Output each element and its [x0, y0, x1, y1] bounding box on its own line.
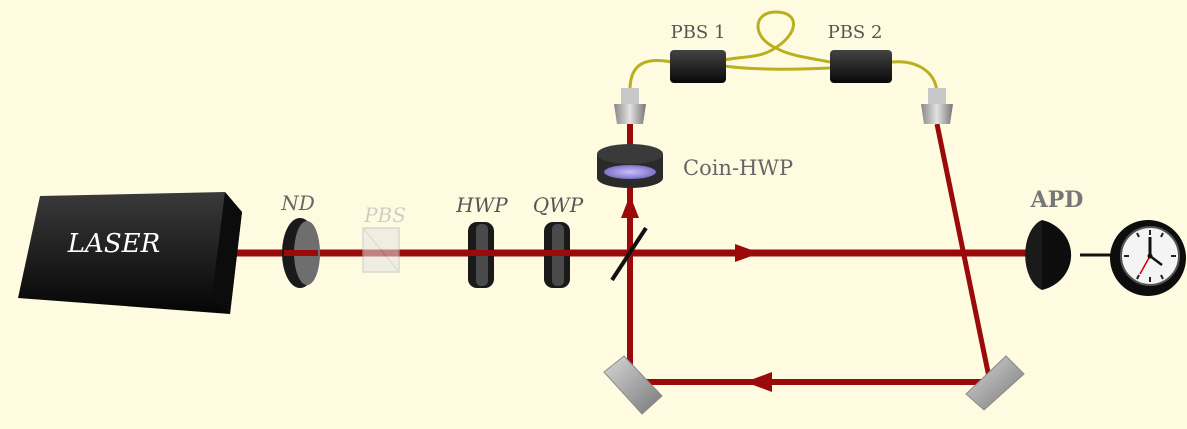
coin-hwp: Coin-HWP [597, 144, 793, 188]
pbs2-block: PBS 2 [828, 22, 892, 83]
hwp-label: HWP [455, 193, 508, 217]
laser-beam-up [621, 124, 639, 253]
qwp-waveplate: QWP [533, 193, 584, 288]
laser-label: LASER [67, 229, 160, 259]
clock-icon [1110, 220, 1186, 296]
fiber-coupler-right [921, 88, 953, 124]
fiber-coupler-left [614, 88, 646, 124]
coin-hwp-label: Coin-HWP [683, 156, 793, 180]
pbs1-block: PBS 1 [670, 22, 726, 83]
nd-filter: ND [280, 191, 320, 288]
pbs-cube: PBS [362, 203, 406, 273]
hwp-waveplate: HWP [455, 193, 508, 288]
nd-label: ND [280, 191, 315, 215]
pbs2-label: PBS 2 [828, 22, 883, 43]
apd-detector-icon: APD [1025, 187, 1112, 290]
qwp-label: QWP [533, 193, 584, 217]
fiber-loop [628, 10, 939, 93]
beamsplitter [610, 226, 648, 282]
mirror-bottom-left [603, 355, 663, 415]
laser-source: LASER [18, 192, 242, 314]
mirror-bottom-right [965, 355, 1025, 411]
apd-label: APD [1030, 187, 1084, 213]
pbs1-label: PBS 1 [671, 22, 726, 43]
pbs-label: PBS [363, 203, 406, 227]
laser-beam-main [200, 244, 1042, 262]
